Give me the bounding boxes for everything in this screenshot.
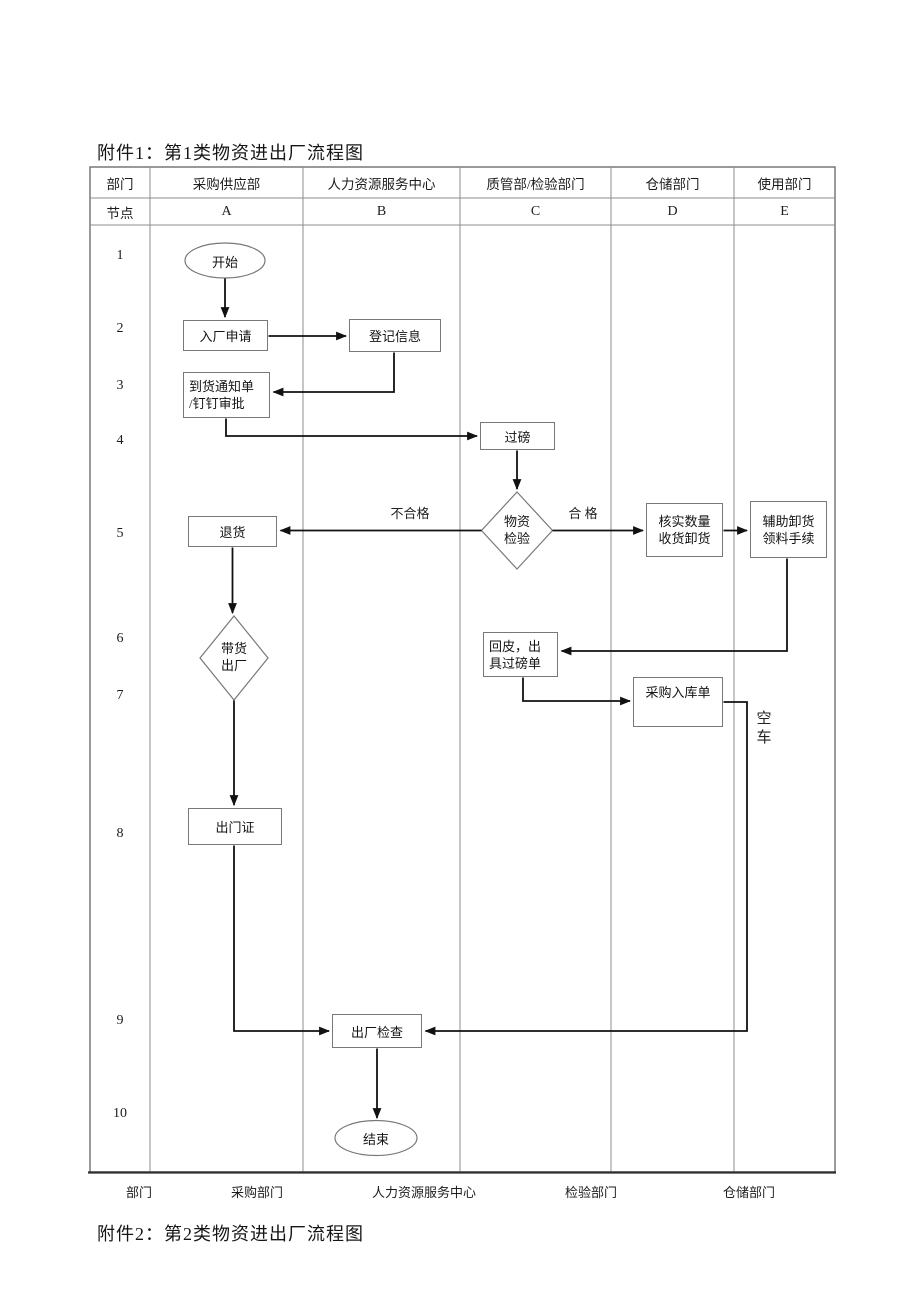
row-number-9: 9 <box>116 1013 124 1028</box>
node-entry-request: 入厂申请 <box>183 320 268 351</box>
node-col-b: B <box>376 203 387 219</box>
node-tare-weighing: 回皮，出 具过磅单 <box>483 632 558 677</box>
attachment1-title: 附件1：第1类物资进出厂流程图 <box>97 143 364 163</box>
row-number-3: 3 <box>116 378 124 393</box>
row-number-1: 1 <box>116 248 124 263</box>
footer-label-dept: 部门 <box>125 1185 153 1200</box>
header-node-label: 节点 <box>106 205 134 221</box>
flow-arrows <box>220 278 788 1120</box>
row-number-4: 4 <box>116 433 124 448</box>
edge-label-empty-vehicle: 空 车 <box>756 711 772 746</box>
header-col-purchasing-supply: 采购供应部 <box>192 176 261 192</box>
row-number-8: 8 <box>116 826 124 841</box>
arrow-assist-to-tare <box>560 558 788 656</box>
row-number-5: 5 <box>116 526 124 541</box>
header-col-warehouse: 仓储部门 <box>645 176 700 192</box>
node-verify-receive: 核实数量 收货卸货 <box>646 503 723 557</box>
header-col-quality-inspection: 质管部/检验部门 <box>486 176 585 192</box>
node-weighing: 过磅 <box>480 422 555 450</box>
row-number-6: 6 <box>116 631 124 646</box>
footer-label-warehouse-dept: 仓储部门 <box>722 1185 776 1200</box>
row-number-10: 10 <box>113 1106 127 1121</box>
flow-shapes <box>184 242 554 1157</box>
header-col-hr-service: 人力资源服务中心 <box>327 176 436 192</box>
row-number-7: 7 <box>116 688 124 703</box>
node-col-e: E <box>780 203 789 219</box>
swimlane-grid <box>88 166 836 1174</box>
node-return-goods: 退货 <box>188 516 277 547</box>
edge-label-unqualified: 不合格 <box>390 506 430 521</box>
header-dept-label: 部门 <box>106 176 134 192</box>
arrow-register-to-arrival <box>272 352 395 397</box>
footer-label-inspection-dept: 检验部门 <box>564 1185 618 1200</box>
start-terminator-shape <box>184 242 266 279</box>
footer-label-hr-service: 人力资源服务中心 <box>371 1185 477 1200</box>
footer-label-purchasing-dept: 采购部门 <box>230 1185 284 1200</box>
edge-label-qualified: 合 格 <box>568 506 598 521</box>
node-col-d: D <box>667 203 678 219</box>
node-purchase-receipt: 采购入库单 <box>633 677 723 727</box>
node-col-c: C <box>530 203 541 219</box>
arrow-arrival-to-weighing <box>225 418 479 441</box>
node-exit-check: 出厂检查 <box>332 1014 422 1048</box>
arrow-receipt-empty-vehicle-to-exit-check <box>424 701 748 1036</box>
inspection-decision-shape <box>480 491 554 570</box>
header-col-using-dept: 使用部门 <box>757 176 812 192</box>
row-number-2: 2 <box>116 321 124 336</box>
arrow-pass-to-exit-check <box>233 845 331 1036</box>
attachment2-title: 附件2：第2类物资进出厂流程图 <box>97 1224 364 1244</box>
node-register-info: 登记信息 <box>349 319 441 352</box>
end-terminator-shape <box>334 1119 418 1157</box>
node-exit-pass: 出门证 <box>188 808 282 845</box>
node-arrival-notice: 到货通知单 /钉钉审批 <box>183 372 270 418</box>
node-col-a: A <box>221 203 232 219</box>
goods-exit-decision-shape <box>199 615 269 701</box>
node-assist-unload: 辅助卸货 领料手续 <box>750 501 827 558</box>
arrow-tare-to-receipt <box>522 677 632 706</box>
